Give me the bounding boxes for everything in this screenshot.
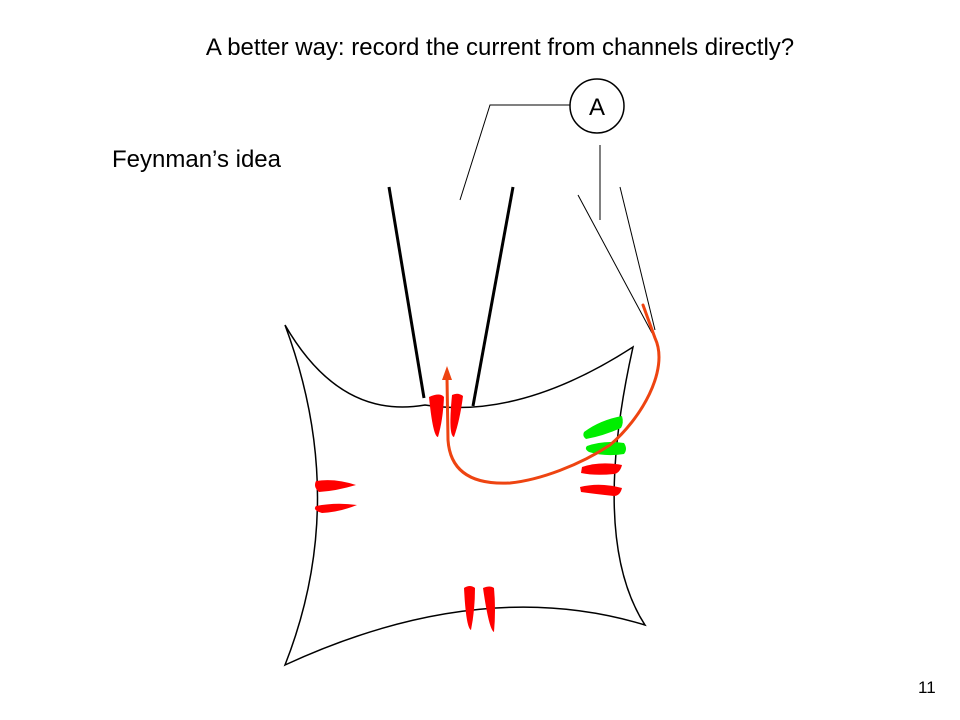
left-channel-top-half <box>315 480 356 492</box>
thin-electrode-left-edge <box>577 194 653 334</box>
ammeter-circle <box>569 78 625 134</box>
pipette-right-wall <box>471 186 515 407</box>
cell-membrane <box>283 324 647 667</box>
pipette-left-wall <box>387 186 426 399</box>
right-channel-bottom-half <box>580 484 622 496</box>
left-channel-bottom-half <box>314 503 357 513</box>
feynman-idea-label: Feynman’s idea <box>112 146 281 173</box>
current-path <box>445 303 661 485</box>
green-channel-top-half <box>583 416 623 439</box>
bottom-channel <box>464 586 495 632</box>
top-channel <box>429 393 463 437</box>
right-channel <box>580 463 622 496</box>
slide-title: A better way: record the current from ch… <box>205 34 795 61</box>
current-arrowhead <box>442 366 452 380</box>
top-channel-left-half <box>429 394 444 437</box>
left-channel <box>314 480 357 513</box>
bottom-channel-left-half <box>464 586 475 630</box>
top-channel-right-half <box>450 393 463 437</box>
thin-electrode-right-edge <box>619 186 656 331</box>
page-number: 11 <box>918 678 936 697</box>
bottom-channel-right-half <box>483 586 495 632</box>
right-channel-top-half <box>581 463 622 475</box>
ammeter-left-wire <box>459 104 570 201</box>
ammeter-label: A <box>589 94 605 121</box>
